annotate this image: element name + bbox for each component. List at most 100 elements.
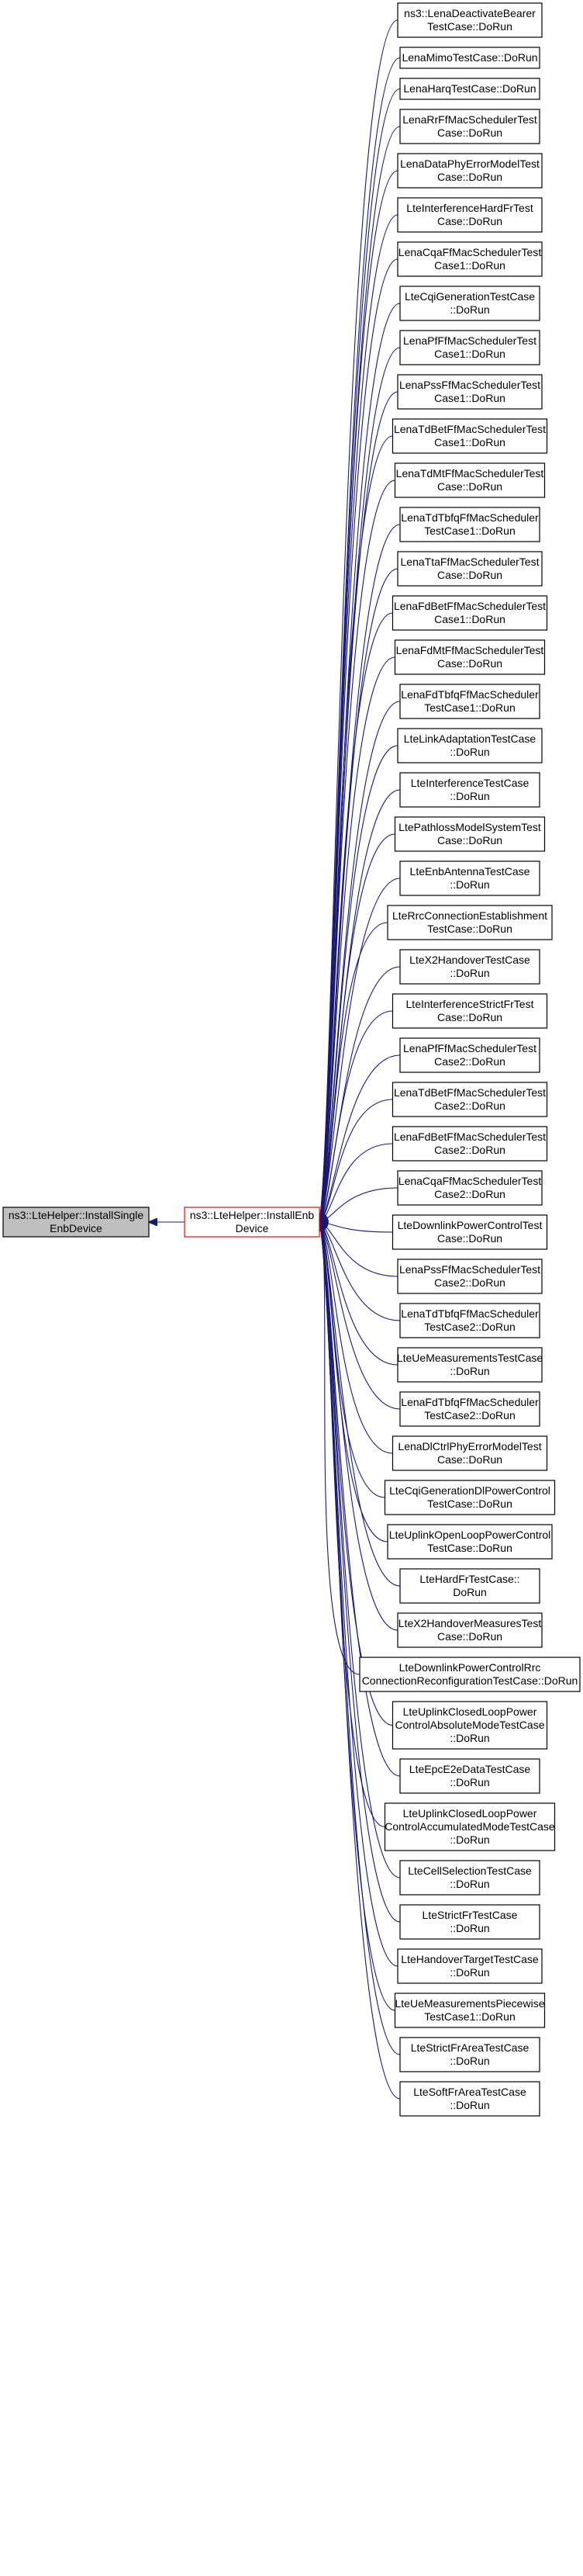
- caller-node-box: [392, 1701, 548, 1750]
- caller-node-box: [397, 197, 543, 233]
- caller-node[interactable]: LteUeMeasurementsPiecewiseTestCase1::DoR…: [394, 1993, 546, 2028]
- caller-node[interactable]: LteUplinkClosedLoopPowerControlAbsoluteM…: [392, 1701, 548, 1750]
- caller-node[interactable]: LteSoftFrAreaTestCase::DoRun: [399, 2081, 540, 2117]
- caller-node[interactable]: LteCqiGenerationTestCase::DoRun: [399, 286, 540, 321]
- caller-node-label-line: LteLinkAdaptationTestCase: [404, 732, 536, 745]
- caller-node[interactable]: LteCqiGenerationDlPowerControlTestCase::…: [384, 1480, 556, 1515]
- caller-node-label-line: ::DoRun: [450, 2055, 489, 2067]
- caller-node-label-line: ::DoRun: [450, 967, 489, 979]
- caller-node-box: [397, 153, 543, 189]
- caller-node-label-line: ::DoRun: [450, 1966, 489, 1979]
- caller-node[interactable]: LteLinkAdaptationTestCase::DoRun: [397, 728, 543, 763]
- caller-node-label-line: LenaPfFfMacSchedulerTest: [403, 334, 536, 347]
- caller-node-box: [399, 47, 540, 69]
- caller-node[interactable]: LteDownlinkPowerControlRrcConnectionReco…: [359, 1657, 581, 1692]
- caller-node[interactable]: LteX2HandoverTestCase::DoRun: [399, 949, 540, 985]
- call-edge: [319, 1222, 401, 1410]
- caller-node-box: [392, 993, 548, 1029]
- caller-node[interactable]: LteInterferenceTestCase::DoRun: [399, 772, 540, 808]
- caller-node-box: [399, 1860, 540, 1896]
- caller-node-label-line: ::DoRun: [450, 1776, 489, 1788]
- caller-node[interactable]: LteUplinkClosedLoopPowerControlAccumulat…: [384, 1802, 556, 1851]
- caller-node-label-line: Case1::DoRun: [434, 259, 505, 272]
- focus-node-box: [184, 1207, 320, 1238]
- caller-node[interactable]: LteRrcConnectionEstablishmentTestCase::D…: [387, 905, 553, 940]
- call-edge: [319, 612, 393, 1222]
- caller-node-box: [399, 949, 540, 985]
- caller-node-label-line: Case::DoRun: [437, 1630, 502, 1643]
- caller-node-box: [399, 1758, 540, 1794]
- caller-node-label-line: Case1::DoRun: [434, 613, 505, 625]
- caller-node[interactable]: LteHandoverTargetTestCase::DoRun: [397, 1948, 543, 1984]
- caller-node-label-line: Case2::DoRun: [434, 1276, 505, 1289]
- caller-node-label-line: LteUeMeasurementsPiecewise: [395, 1997, 545, 2010]
- caller-node-box: [392, 1082, 548, 1117]
- caller-node-box: [394, 816, 546, 852]
- caller-node-label-line: LenaTdTbfqFfMacScheduler: [401, 511, 539, 524]
- caller-node-label-line: LenaTdBetFfMacSchedulerTest: [394, 423, 546, 435]
- caller-node-box: [397, 551, 543, 587]
- caller-node-label-line: Case::DoRun: [437, 657, 502, 670]
- call-edge: [319, 1222, 398, 1631]
- caller-node-box: [397, 374, 543, 410]
- root-node-label-line: EnbDevice: [50, 1222, 102, 1234]
- caller-node[interactable]: LenaMimoTestCase::DoRun: [399, 47, 540, 69]
- caller-node-label-line: TestCase::DoRun: [427, 1542, 512, 1554]
- caller-node-label-line: Case::DoRun: [437, 834, 502, 847]
- caller-node-label-line: TestCase2::DoRun: [424, 1409, 516, 1421]
- caller-node-box: [392, 418, 548, 454]
- caller-node[interactable]: LteHardFrTestCase::DoRun: [399, 1568, 540, 1604]
- caller-node[interactable]: LteUeMeasurementsTestCase::DoRun: [397, 1347, 543, 1383]
- caller-node[interactable]: LteEpcE2eDataTestCase::DoRun: [399, 1758, 540, 1794]
- caller-node-box: [399, 78, 540, 100]
- caller-node-label-line: LenaCqaFfMacSchedulerTest: [398, 246, 542, 258]
- caller-node[interactable]: LteCellSelectionTestCase::DoRun: [399, 1860, 540, 1896]
- caller-node-label-line: ::DoRun: [450, 790, 489, 802]
- caller-node[interactable]: LteStrictFrTestCase::DoRun: [399, 1904, 540, 1940]
- caller-node[interactable]: LteEnbAntennaTestCase::DoRun: [399, 860, 540, 896]
- caller-node-label-line: LteCqiGenerationDlPowerControl: [389, 1484, 550, 1497]
- caller-node-box: [394, 1993, 546, 2028]
- caller-node-label-line: TestCase1::DoRun: [424, 701, 516, 714]
- caller-node-label-line: TestCase2::DoRun: [424, 1321, 516, 1333]
- caller-node-label-line: LteHandoverTargetTestCase: [401, 1953, 539, 1965]
- caller-node[interactable]: LteStrictFrAreaTestCase::DoRun: [399, 2037, 540, 2072]
- caller-node-label-line: Case::DoRun: [437, 215, 502, 227]
- caller-node-label-line: LteRrcConnectionEstablishment: [392, 909, 547, 922]
- caller-node[interactable]: LenaHarqTestCase::DoRun: [399, 78, 540, 100]
- caller-node-label-line: Case2::DoRun: [434, 1144, 505, 1156]
- caller-node[interactable]: LteUplinkOpenLoopPowerControlTestCase::D…: [387, 1524, 553, 1560]
- caller-node-label-line: Case1::DoRun: [434, 348, 505, 360]
- caller-node-box: [397, 728, 543, 763]
- caller-node-box: [397, 1347, 543, 1383]
- caller-node-label-line: LenaFdBetFfMacSchedulerTest: [394, 1130, 546, 1143]
